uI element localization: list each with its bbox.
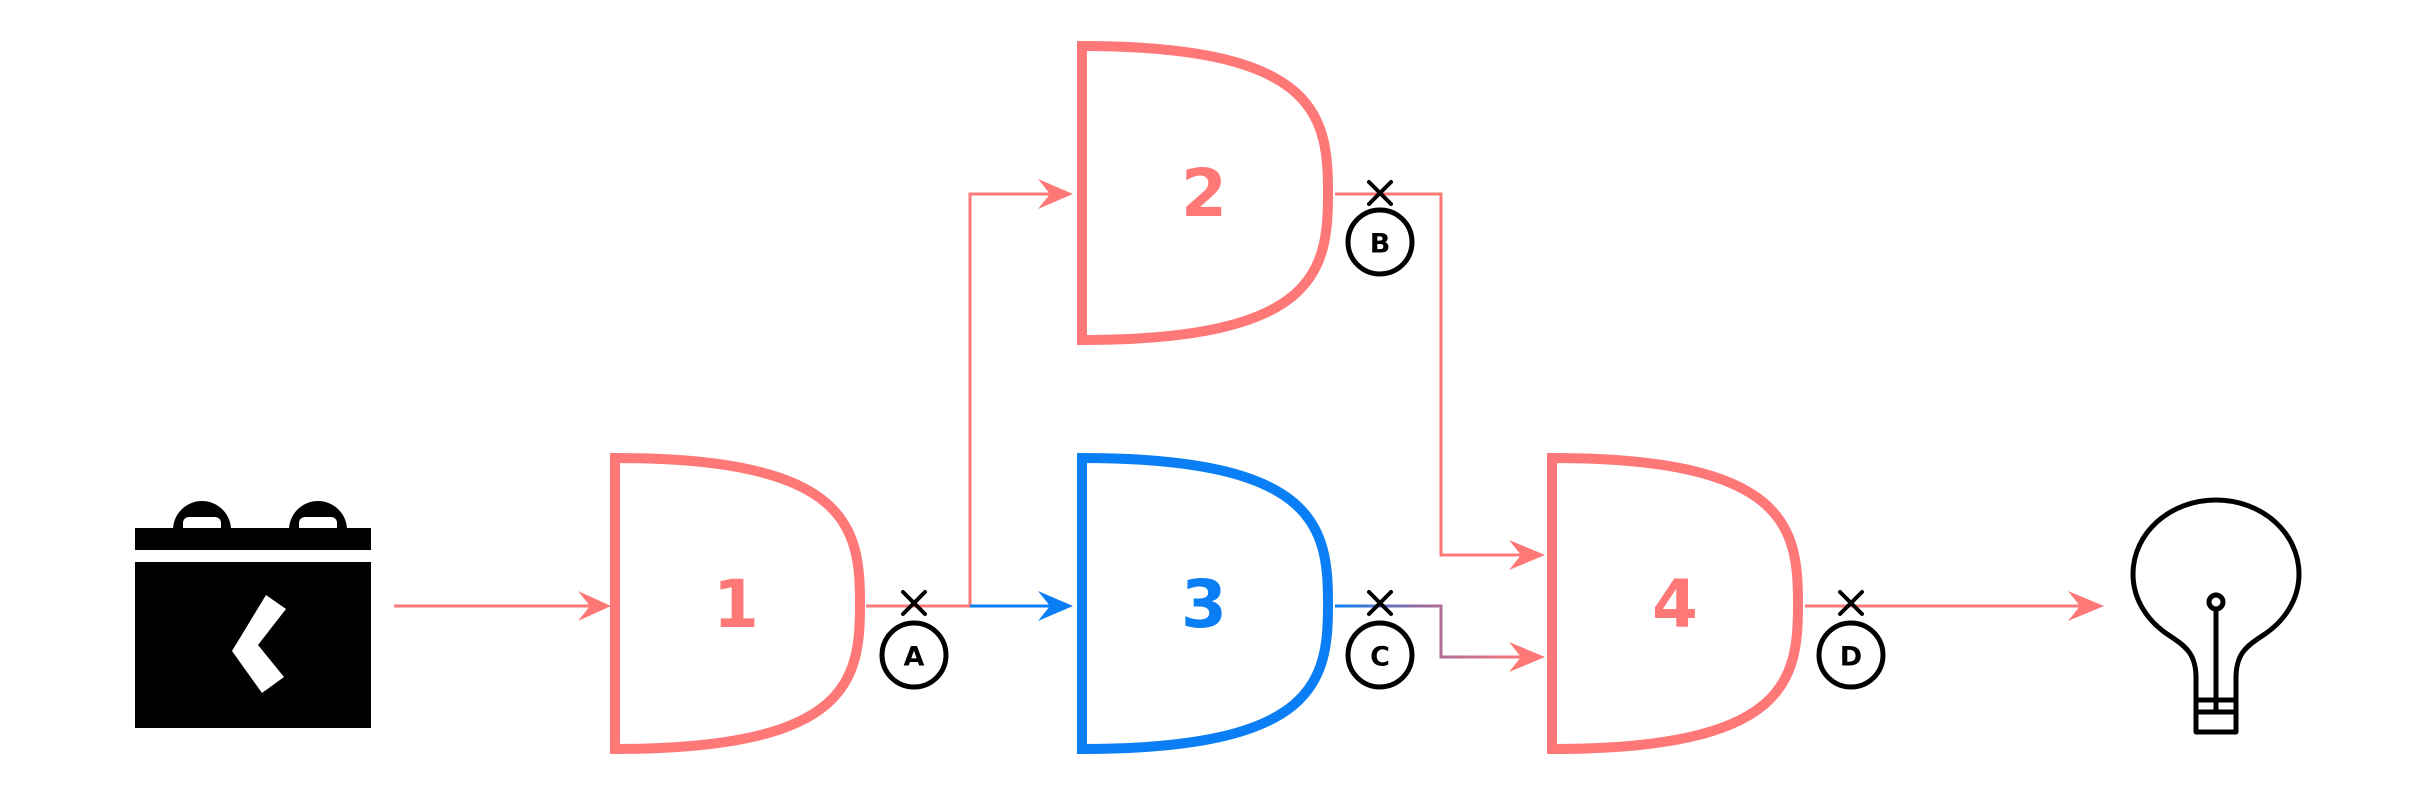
wire-gate-1-to-gate-3 — [970, 591, 1073, 621]
and-gate-3: 3 — [1077, 452, 1334, 755]
and-gate-4: 4 — [1547, 452, 1804, 755]
x-mark-icon[interactable] — [1367, 590, 1393, 616]
node-c-label: C — [1370, 642, 1390, 673]
x-mark-icon[interactable] — [1367, 180, 1393, 206]
node-d-label: D — [1840, 642, 1862, 673]
node-a-label: A — [904, 642, 925, 673]
light-bulb-icon — [2130, 497, 2302, 735]
x-mark-icon[interactable] — [1838, 590, 1864, 616]
gate-4-label: 4 — [1652, 566, 1698, 643]
gate-3-label: 3 — [1181, 566, 1227, 643]
wire-gate-2-to-gate-4 — [1335, 192, 1545, 570]
node-c[interactable]: C — [1345, 620, 1415, 690]
and-gate-1: 1 — [610, 452, 866, 755]
node-b-label: B — [1370, 229, 1391, 260]
gate-1-label: 1 — [713, 566, 759, 643]
and-gate-2: 2 — [1077, 40, 1334, 346]
node-a[interactable]: A — [879, 620, 949, 690]
wire-battery-to-gate-1 — [394, 591, 611, 621]
wire-gate-1-to-gate-2 — [866, 179, 1073, 608]
battery-icon — [135, 501, 371, 728]
node-b[interactable]: B — [1345, 207, 1415, 277]
gate-2-label: 2 — [1181, 155, 1227, 232]
x-mark-icon[interactable] — [901, 590, 927, 616]
node-d[interactable]: D — [1816, 620, 1886, 690]
wire-gate-3-to-gate-4 — [1335, 604, 1545, 672]
